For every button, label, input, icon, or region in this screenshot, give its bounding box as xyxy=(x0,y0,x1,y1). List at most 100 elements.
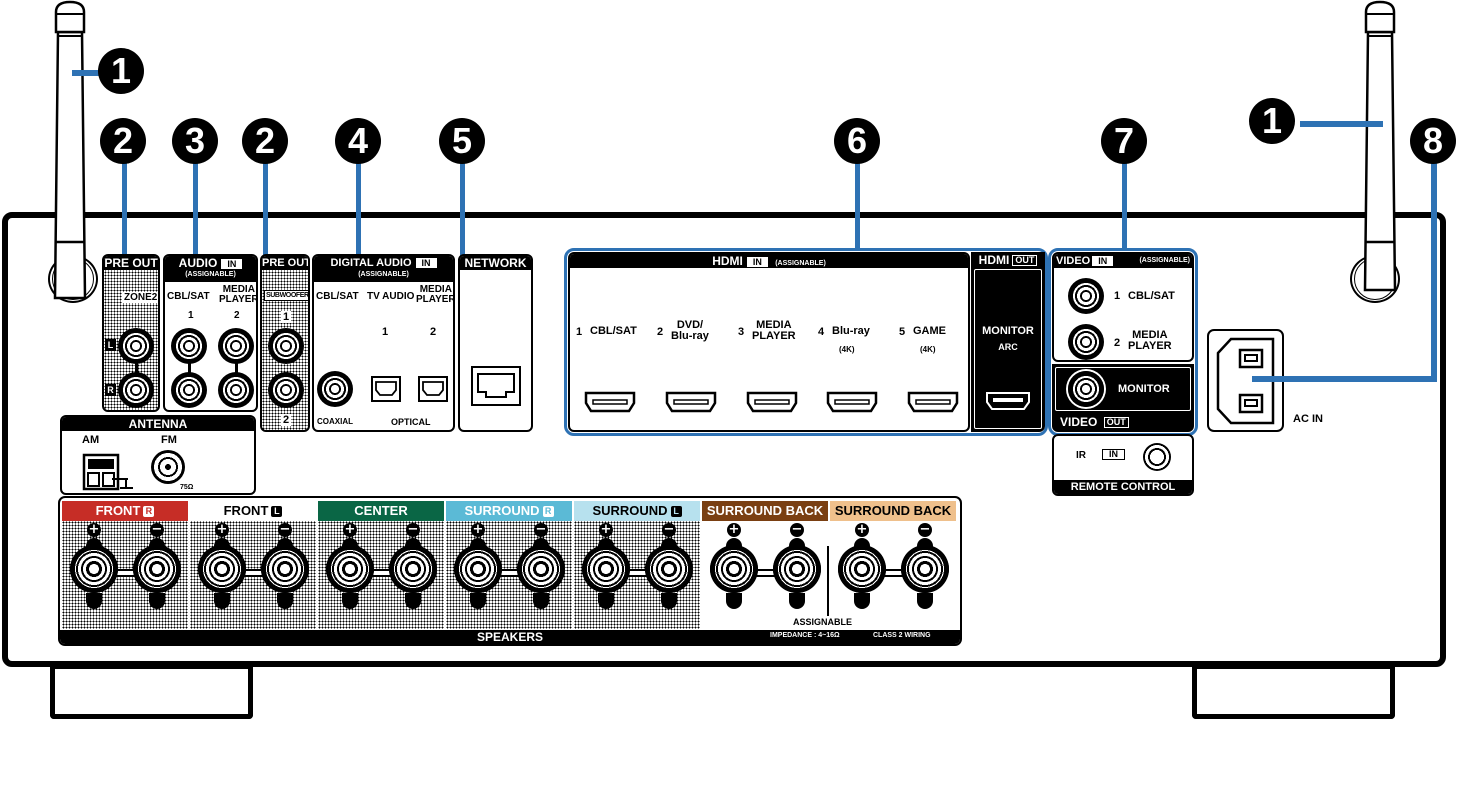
speaker-binding-post[interactable] xyxy=(645,545,693,593)
coaxial-jack[interactable] xyxy=(317,371,353,407)
hdmi-out-port[interactable] xyxy=(985,391,1031,411)
audio-in-1-num: 1 xyxy=(188,310,194,321)
speaker-channel-name: SURROUND xyxy=(592,503,668,518)
optical-1-jack[interactable] xyxy=(371,376,401,402)
hdmi-in-port[interactable] xyxy=(746,391,798,413)
hdmi-in-port-label-line1: GAME xyxy=(913,325,946,337)
minus-sign-icon: − xyxy=(150,522,164,537)
ir-in-jack[interactable] xyxy=(1143,443,1171,471)
remote-control-footer: REMOTE CONTROL xyxy=(1054,480,1192,494)
hdmi-in-port[interactable] xyxy=(907,391,959,413)
sub-2-jack[interactable] xyxy=(268,372,304,408)
audio-in-1-l-jack[interactable] xyxy=(171,328,207,364)
hdmi-in-port-label-line2: Blu-ray xyxy=(671,330,709,342)
video-in-2-label: MEDIA PLAYER xyxy=(1128,329,1172,352)
am-label: AM xyxy=(82,434,100,446)
speaker-binding-post[interactable] xyxy=(70,545,118,593)
chassis xyxy=(2,212,1446,667)
speaker-binding-post[interactable] xyxy=(133,545,181,593)
callout-7: 7 xyxy=(1101,118,1147,164)
hdmi-in-port[interactable] xyxy=(584,391,636,413)
hdmi-in-port-num: 1 xyxy=(576,326,583,338)
speaker-side-tag: R xyxy=(143,506,155,518)
speaker-channel-name: CENTER xyxy=(354,503,408,518)
speaker-binding-post[interactable] xyxy=(261,545,309,593)
callout-4: 4 xyxy=(335,118,381,164)
callout-line-1a xyxy=(72,70,102,76)
speaker-side-tag: L xyxy=(271,506,283,518)
zone2-label: ZONE2 xyxy=(122,292,158,303)
audio-in-1-r-jack[interactable] xyxy=(171,372,207,408)
am-terminal[interactable] xyxy=(82,451,137,493)
plus-sign-icon: + xyxy=(87,522,101,537)
speaker-binding-post[interactable] xyxy=(517,545,565,593)
antenna-left-icon xyxy=(53,0,87,300)
minus-sign-icon: − xyxy=(662,522,676,537)
optical-1-source-label: TV AUDIO xyxy=(367,291,415,302)
hdmi-group-outline xyxy=(564,248,1048,436)
plus-sign-icon: + xyxy=(343,522,357,537)
sub-1-jack[interactable] xyxy=(268,328,304,364)
speaker-binding-post[interactable] xyxy=(773,545,821,593)
callout-line-5 xyxy=(460,160,465,260)
audio-in-1-label: CBL/SAT xyxy=(167,291,210,302)
speaker-terminal-area: +− xyxy=(446,521,572,629)
speaker-binding-post[interactable] xyxy=(198,545,246,593)
fm-terminal[interactable] xyxy=(151,450,185,484)
minus-sign-icon: − xyxy=(406,522,420,537)
zone2-l-jack[interactable] xyxy=(118,328,154,364)
video-in-1-jack[interactable] xyxy=(1068,278,1104,314)
callout-5: 5 xyxy=(439,118,485,164)
ac-in-label: AC IN xyxy=(1293,413,1323,425)
speaker-binding-post[interactable] xyxy=(389,545,437,593)
audio-in-2-r-jack[interactable] xyxy=(218,372,254,408)
optical-2-num: 2 xyxy=(430,326,437,338)
speaker-binding-post[interactable] xyxy=(326,545,374,593)
callout-2b: 2 xyxy=(242,118,288,164)
audio-in-2-label: MEDIA PLAYER xyxy=(219,284,258,305)
speaker-channel-name: FRONT xyxy=(223,503,269,518)
speaker-binding-post[interactable] xyxy=(838,545,886,593)
callout-line-7 xyxy=(1122,160,1127,250)
hdmi-in-port[interactable] xyxy=(826,391,878,413)
callout-6: 6 xyxy=(834,118,880,164)
hdmi-in-port-num: 5 xyxy=(899,326,906,338)
video-out-jack[interactable] xyxy=(1068,371,1104,407)
hdmi-in-port-label: Blu-ray xyxy=(832,326,870,337)
video-in-1-num: 1 xyxy=(1114,290,1121,302)
hdmi-in-port[interactable] xyxy=(665,391,717,413)
video-in-2-jack[interactable] xyxy=(1068,324,1104,360)
speaker-terminal-area: +− xyxy=(702,521,828,629)
speaker-binding-post[interactable] xyxy=(582,545,630,593)
speaker-binding-post[interactable] xyxy=(454,545,502,593)
optical-type-label: OPTICAL xyxy=(391,417,431,427)
speaker-channel-header: SURROUND BACKR xyxy=(702,501,828,538)
ethernet-port[interactable] xyxy=(471,366,521,406)
speaker-binding-post[interactable] xyxy=(710,545,758,593)
zone2-r-jack[interactable] xyxy=(118,372,154,408)
audio-in-2-l-jack[interactable] xyxy=(218,328,254,364)
hdmi-in-port-label-line1: CBL/SAT xyxy=(590,325,637,337)
optical-1-num: 1 xyxy=(382,326,389,338)
optical-2-jack[interactable] xyxy=(418,376,448,402)
minus-sign-icon: − xyxy=(534,522,548,537)
speaker-side-tag: R xyxy=(542,506,554,518)
pre-out-zone2-panel: PRE OUT ZONE2 L R xyxy=(102,254,160,412)
speaker-binding-post[interactable] xyxy=(901,545,949,593)
callout-8: 8 xyxy=(1410,118,1456,164)
callout-line-8v xyxy=(1431,160,1437,382)
zone2-l-tag: L xyxy=(105,339,116,351)
hdmi-in-port-num: 2 xyxy=(657,326,664,338)
hdmi-in-port-label-line2: PLAYER xyxy=(752,330,796,342)
antenna-right-icon xyxy=(1363,0,1397,292)
